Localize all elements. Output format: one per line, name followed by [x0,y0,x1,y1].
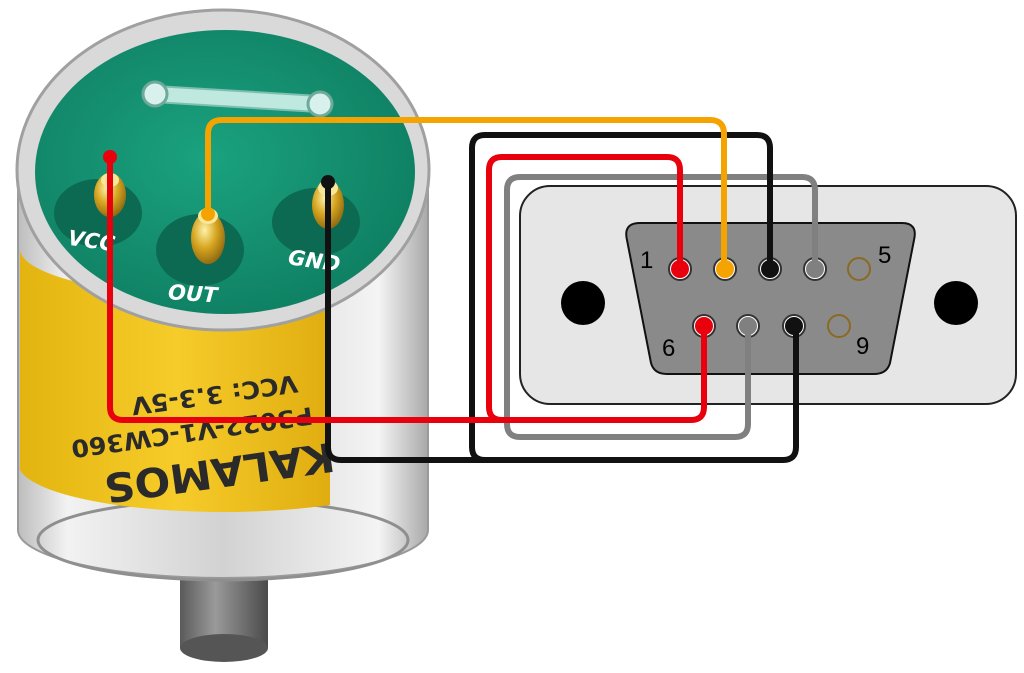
vcc-wire-end [103,150,117,164]
pin-7-fill [739,317,757,335]
pin-1-fill [671,260,689,278]
pin-4-fill [806,260,824,278]
black-wire-loop [469,132,773,463]
pin-2-fill [716,260,734,278]
gnd-wire-end [321,175,335,189]
pin-3-fill [761,260,779,278]
black-wire [325,179,799,463]
label-out: OUT [167,280,219,307]
red-wire [107,154,707,423]
mount-hole-left [561,281,605,325]
orange-wire [205,117,727,272]
pin-label-5: 5 [878,242,891,269]
wires [103,117,818,463]
mounting-slot [141,80,334,118]
out-wire-end [201,207,215,221]
pin-9 [827,314,851,338]
pin-6-fill [695,317,713,335]
mount-hole-right [934,281,978,325]
rotary-sensor: KALAMOS P3022-V1-CW360 VCC: 3.3-5V [15,8,431,662]
pin-label-6: 6 [662,335,675,362]
pin-label-1: 1 [640,247,653,274]
db9-connector: 1 5 6 9 [519,185,1017,405]
red-wire-loop [486,154,683,423]
gray-wire [504,174,818,440]
pin-fills [671,260,824,335]
pin-label-9: 9 [856,333,869,360]
pin-8-fill [785,317,803,335]
pin-5 [847,257,871,281]
